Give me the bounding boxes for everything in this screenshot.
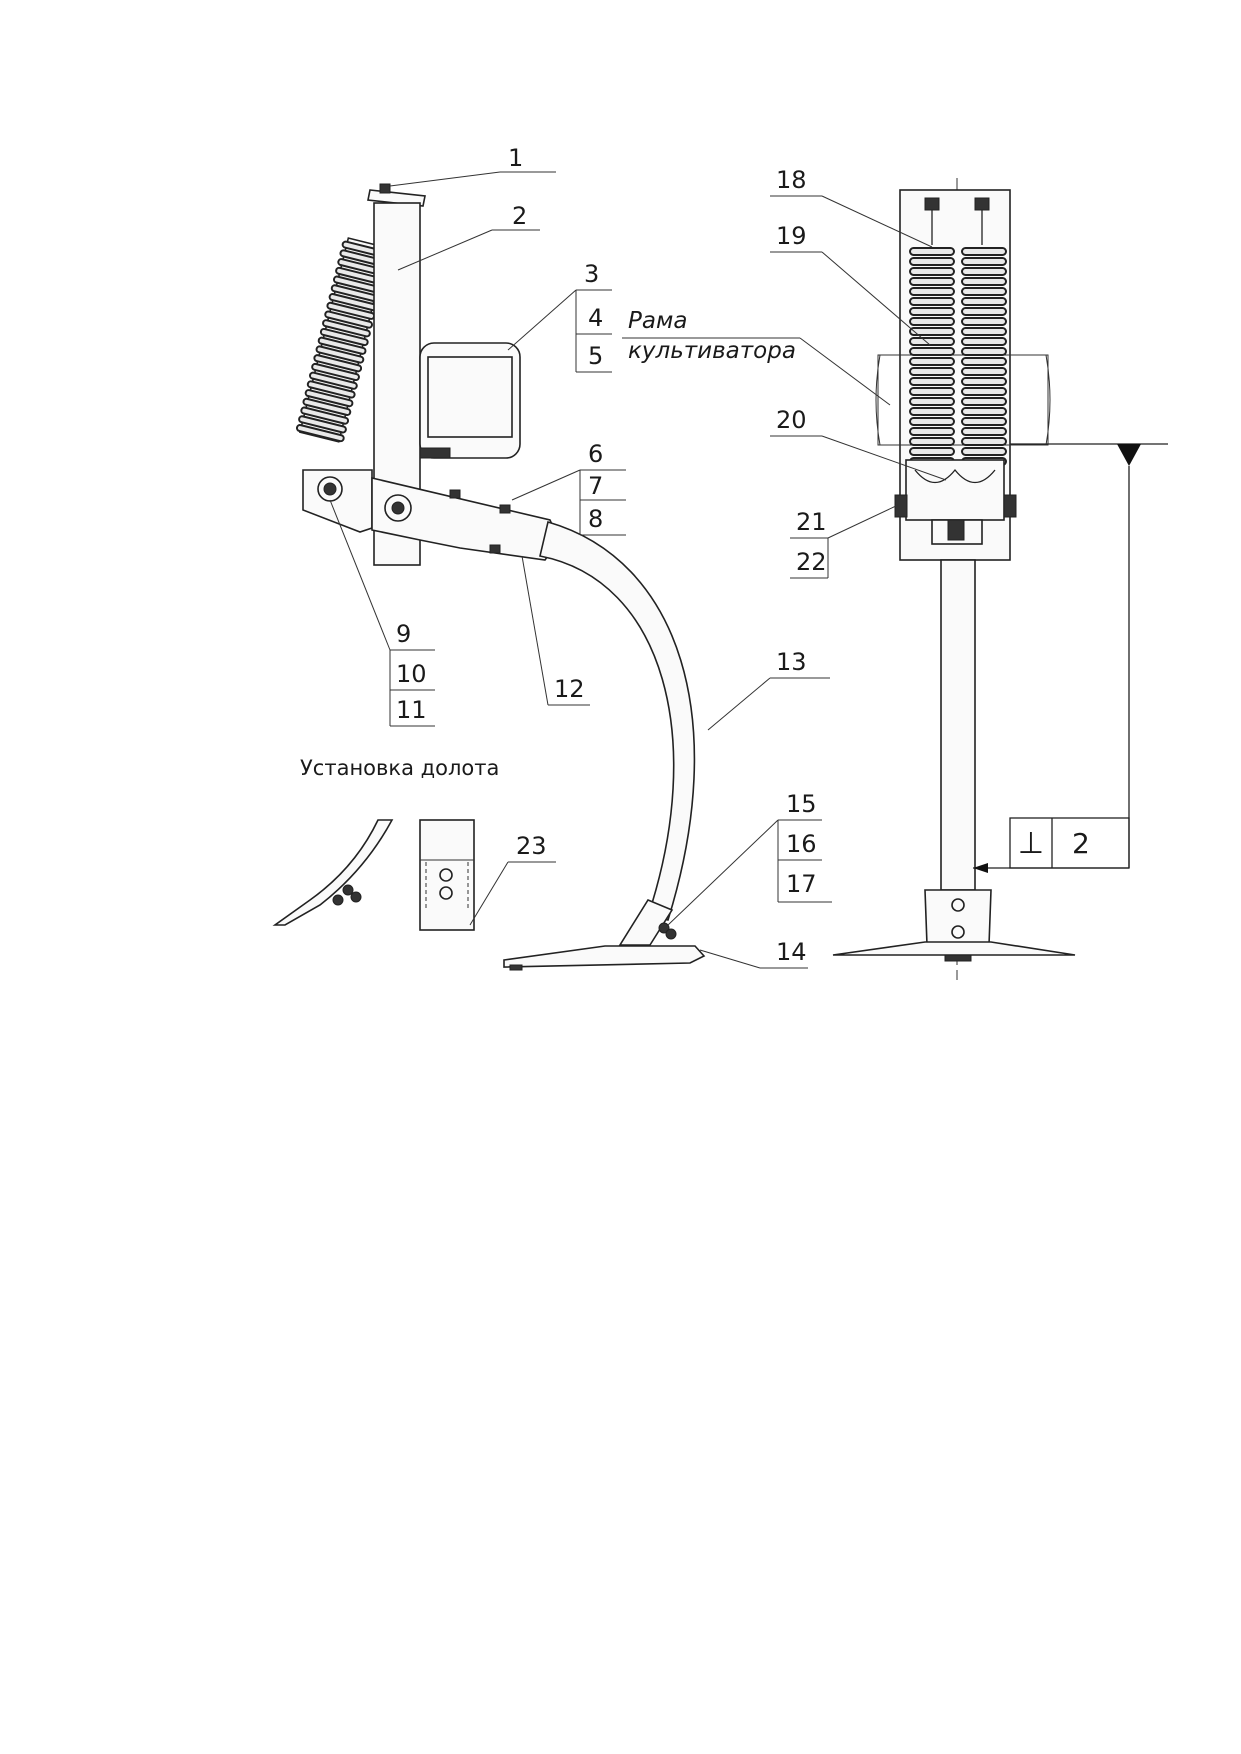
callout-14: 14: [776, 938, 807, 966]
callout-16: 16: [786, 830, 817, 858]
frame-clamp: [419, 342, 521, 459]
callout-22: 22: [796, 548, 827, 576]
front-shank: [940, 559, 976, 891]
callout-20: 20: [776, 406, 807, 434]
frame-label-line1: Рама: [628, 308, 687, 334]
datum-triangle: [1117, 444, 1141, 466]
top-plate: [367, 189, 426, 207]
callout-4: 4: [588, 304, 603, 332]
callout-11: 11: [396, 696, 427, 724]
callout-17: 17: [786, 870, 817, 898]
perpendicularity-tolerance-frame: ⊥ 2: [1009, 817, 1130, 869]
tolerance-symbol: ⊥: [1018, 826, 1044, 861]
callout-8: 8: [588, 505, 603, 533]
callout-6: 6: [588, 440, 603, 468]
tolerance-value: 2: [1072, 827, 1090, 860]
callout-18: 18: [776, 166, 807, 194]
callout-1: 1: [508, 144, 523, 172]
tine-shank: [539, 520, 696, 921]
callout-9: 9: [396, 620, 411, 648]
callout-numbers: 1 2 3 4 5 6 7 8 9 10 11 12 13 14 15 16 1…: [396, 144, 827, 966]
side-spring: [295, 237, 391, 443]
callout-2: 2: [512, 202, 527, 230]
frame-label-line2: культиватора: [628, 338, 796, 364]
chisel-caption: Установка долота: [300, 756, 499, 780]
callout-12: 12: [554, 675, 585, 703]
callout-13: 13: [776, 648, 807, 676]
callout-21: 21: [796, 508, 827, 536]
callout-23: 23: [516, 832, 547, 860]
chisel-holder: [618, 899, 674, 946]
callout-5: 5: [588, 342, 603, 370]
side-view: [295, 183, 706, 971]
front-view: ⊥ 2: [832, 178, 1168, 980]
chisel-detail: [272, 819, 475, 931]
callout-3: 3: [584, 260, 599, 288]
callout-15: 15: [786, 790, 817, 818]
callout-7: 7: [588, 472, 603, 500]
callout-19: 19: [776, 222, 807, 250]
callout-10: 10: [396, 660, 427, 688]
sweep-foot: [503, 945, 706, 968]
front-sweep: [832, 941, 1076, 956]
leader-lines: [329, 171, 947, 969]
